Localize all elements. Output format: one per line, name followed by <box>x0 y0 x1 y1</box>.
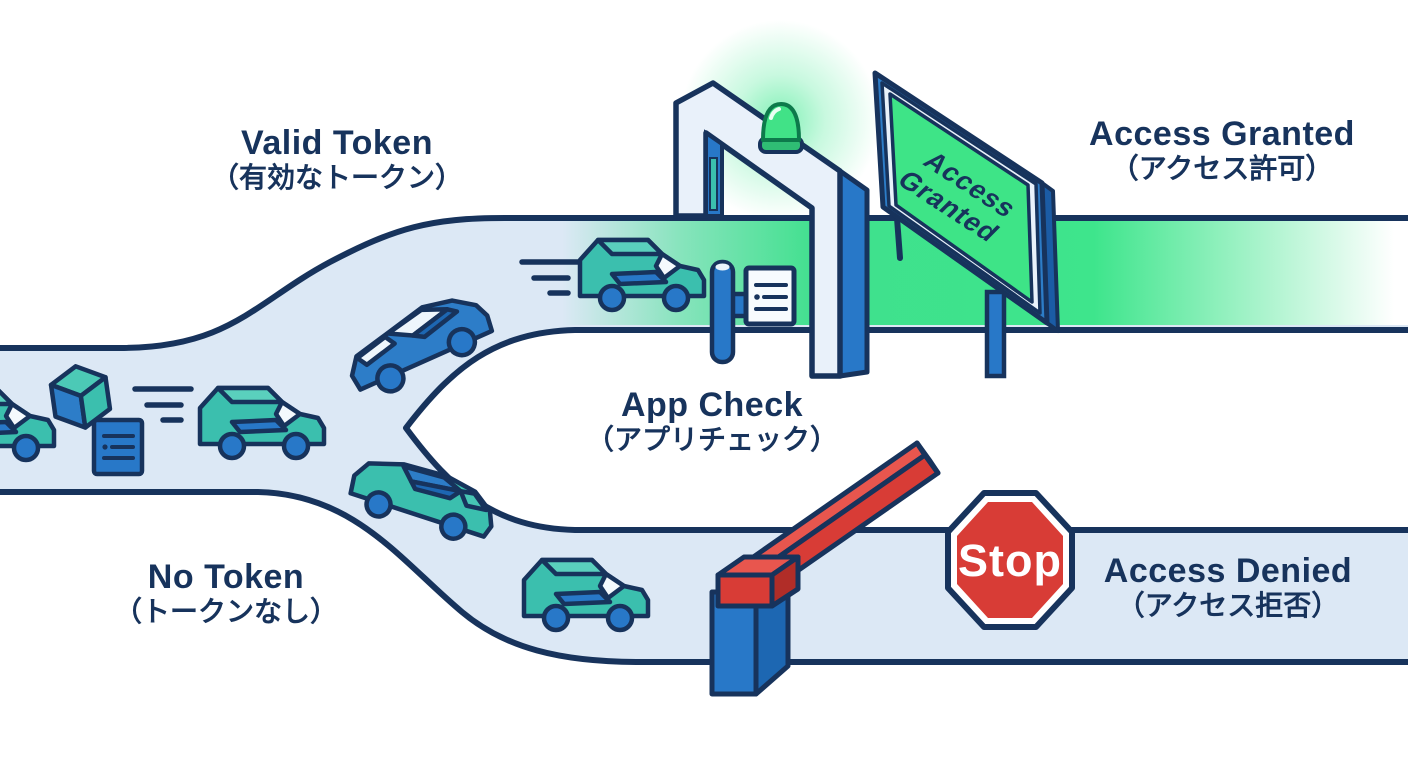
stop-sign-text: Stop <box>958 535 1062 586</box>
green-light-icon <box>758 102 804 154</box>
valid-token-label-en: Valid Token <box>241 124 433 162</box>
no-token-label-ja: （トークンなし） <box>113 596 339 628</box>
access-denied-label-ja: （アクセス拒否） <box>1116 590 1340 622</box>
no-token-label: No Token （トークンなし） <box>114 558 338 627</box>
billboard-icon <box>872 70 1060 379</box>
access-granted-label-en: Access Granted <box>1089 115 1355 153</box>
barrier-arm-icon <box>709 440 941 697</box>
app-check-label: App Check （アプリチェック） <box>586 386 838 455</box>
valid-token-label: Valid Token （有効なトークン） <box>211 124 463 193</box>
access-granted-label: Access Granted （アクセス許可） <box>1089 115 1355 184</box>
billboard-screen <box>888 92 1034 304</box>
stop-sign-icon <box>945 490 1075 630</box>
no-token-label-en: No Token <box>147 558 305 596</box>
access-granted-label-ja: （アクセス許可） <box>1110 153 1334 185</box>
valid-token-label-ja: （有効なトークン） <box>210 162 464 194</box>
access-denied-label: Access Denied （アクセス拒否） <box>1104 552 1352 621</box>
app-check-label-en: App Check <box>620 386 804 424</box>
cube-token-icon <box>48 364 113 430</box>
gate-arch-icon <box>673 80 870 379</box>
token-document-icon <box>91 417 145 477</box>
access-denied-label-en: Access Denied <box>1103 552 1353 590</box>
arch-side-face <box>837 168 870 379</box>
arch-teal-accent <box>709 157 718 211</box>
app-check-label-ja: （アプリチェック） <box>585 424 839 456</box>
token-reader-icon <box>709 259 797 365</box>
